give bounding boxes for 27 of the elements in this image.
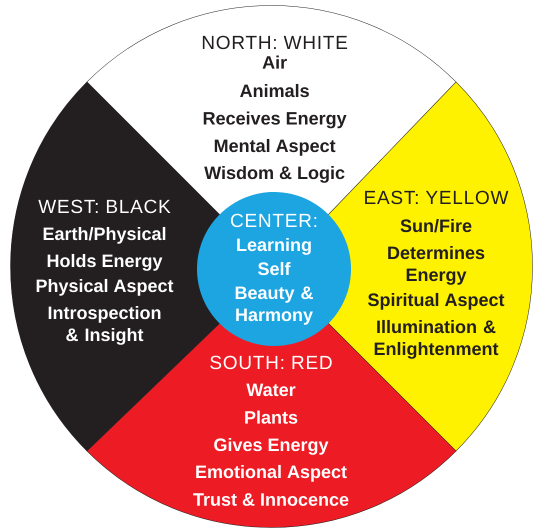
attribute-text: Plants (245, 410, 298, 424)
heading: WEST: BLACK (38, 200, 170, 214)
attribute-text: Beauty & Harmony (236, 286, 313, 325)
attribute-text: Determines Energy (388, 246, 484, 285)
attribute-text: Earth/Physical (44, 226, 166, 244)
attribute-text: Holds Energy (48, 254, 162, 271)
attribute-text: Trust & Innocence (193, 493, 348, 506)
attribute-text: Spiritual Aspect (368, 292, 504, 310)
attribute-text: Gives Energy (214, 438, 328, 455)
heading: NORTH: WHITE (202, 36, 348, 50)
attribute-text: Wisdom & Logic (204, 166, 344, 183)
attribute-text: Animals (240, 84, 309, 98)
attribute-text: Air (262, 56, 287, 69)
attribute-text: Emotional Aspect (196, 464, 347, 482)
heading: CENTER: (230, 214, 316, 228)
heading: SOUTH: RED (210, 356, 332, 370)
heading: EAST: YELLOW (365, 190, 508, 204)
attribute-text: Introspection & Insight (48, 306, 160, 345)
attribute-text: Physical Aspect (36, 278, 174, 296)
attribute-text: Sun/Fire (400, 218, 472, 232)
center-circle (197, 192, 351, 346)
attribute-text: Mental Aspect (214, 138, 336, 156)
attribute-text: Illumination & Enlightenment (374, 320, 498, 359)
attribute-text: Self (258, 262, 291, 276)
attribute-text: Learning (237, 238, 311, 255)
attribute-text: Receives Energy (204, 111, 347, 128)
attribute-text: Water (246, 384, 296, 396)
